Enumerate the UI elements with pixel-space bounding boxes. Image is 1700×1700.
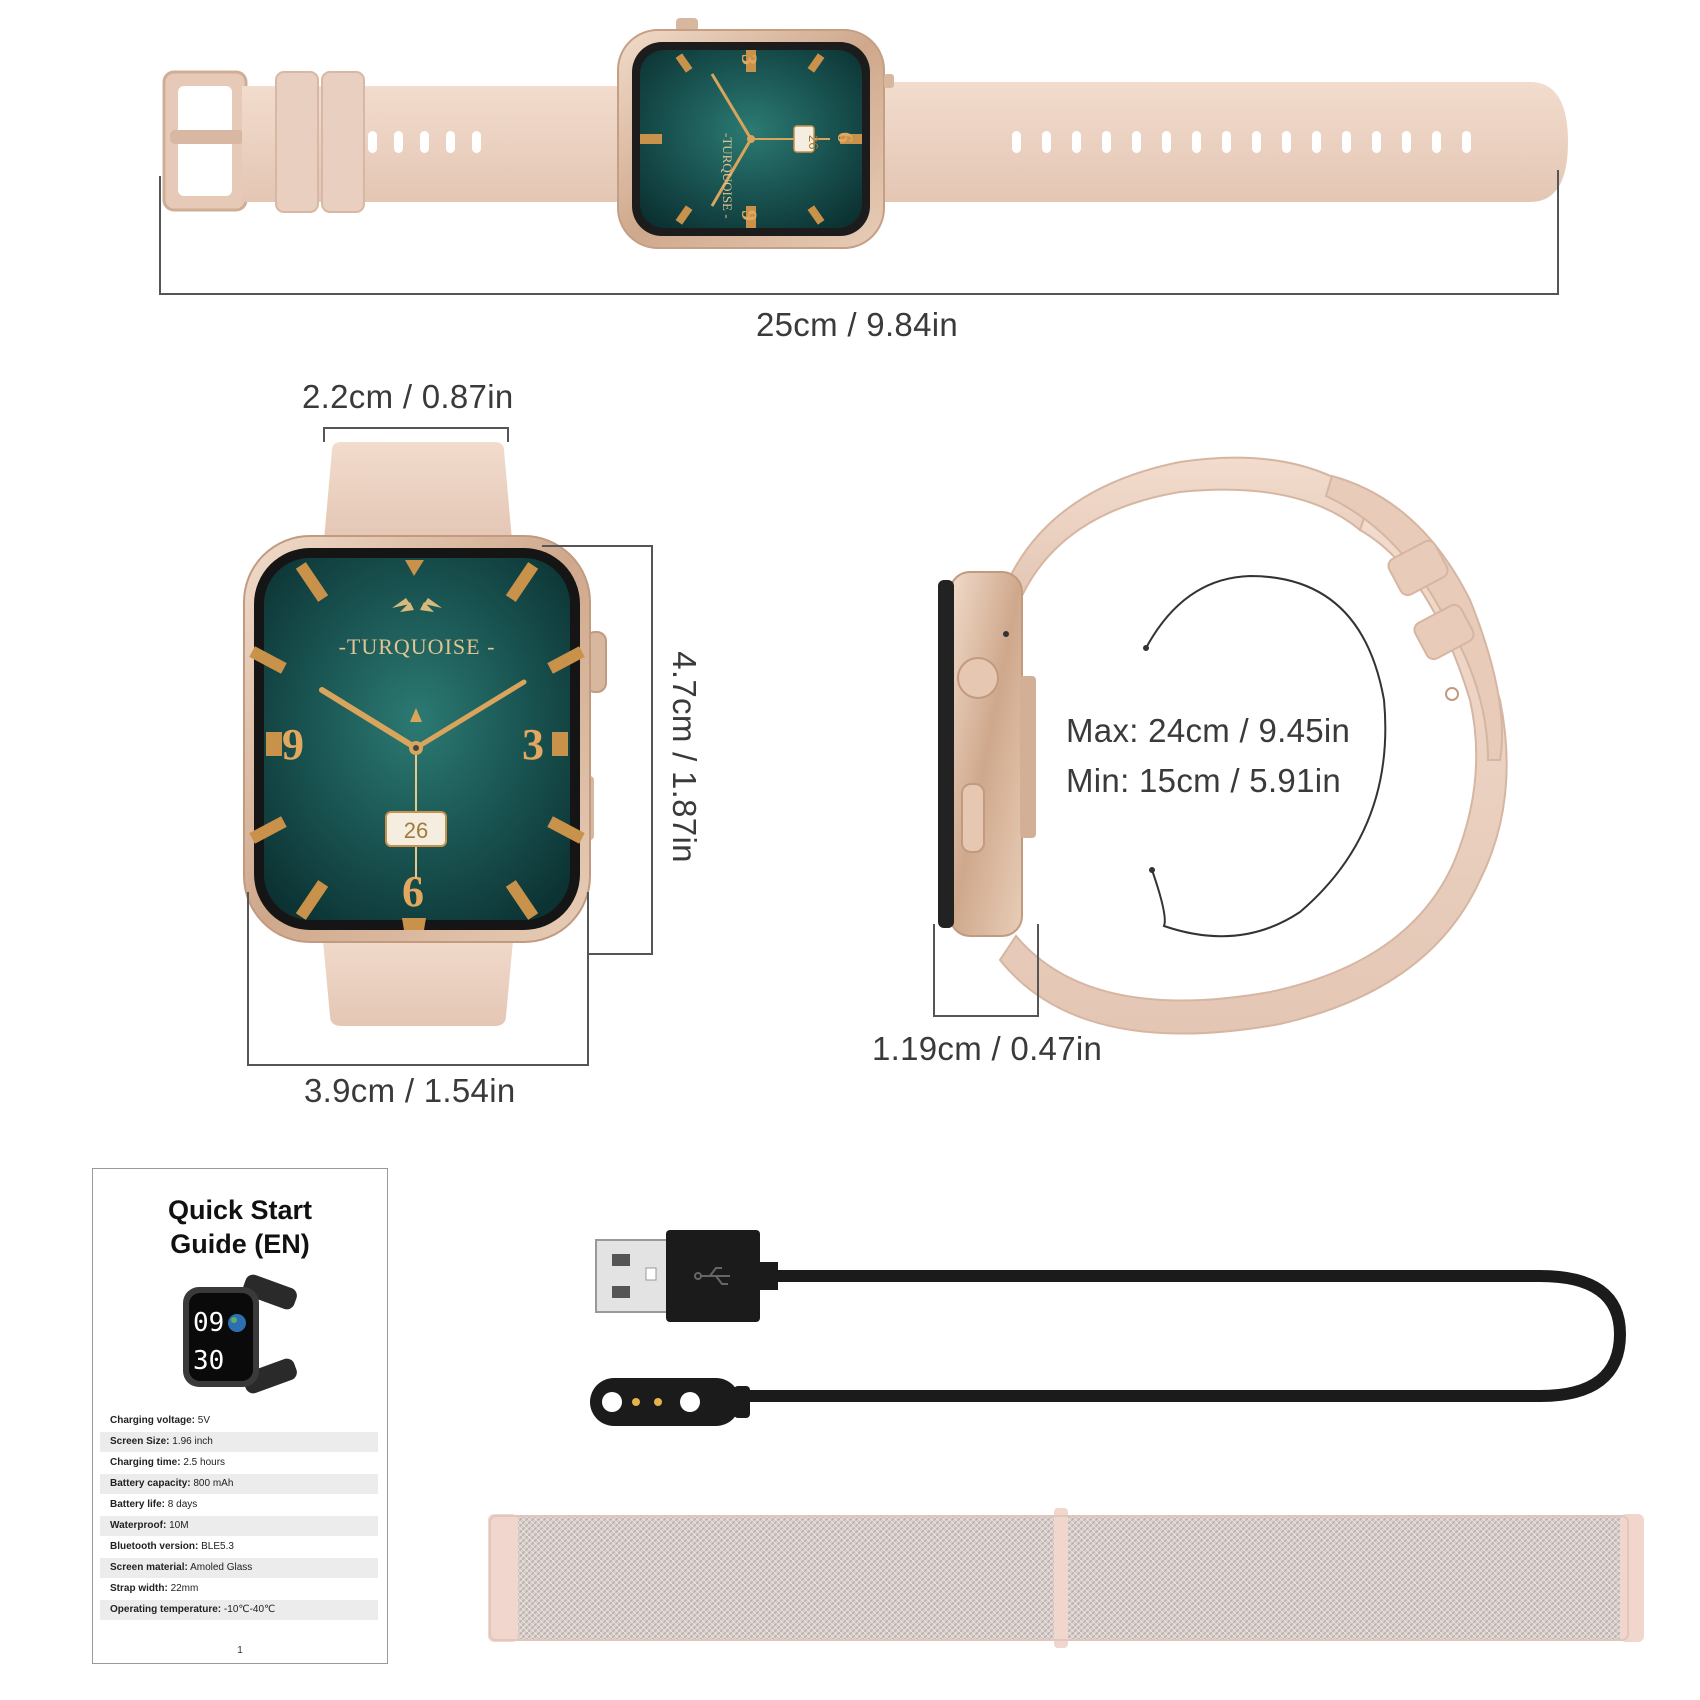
spec-row: Strap width: 22mm <box>110 1583 199 1594</box>
spec-row: Charging voltage: 5V <box>110 1415 211 1426</box>
spec-row: Battery capacity: 800 mAh <box>100 1474 378 1494</box>
numeral-6: 6 <box>402 867 424 916</box>
wrist-max-label: Max: 24cm / 9.45in <box>1066 712 1351 749</box>
spec-row: Battery life: 8 days <box>110 1499 198 1510</box>
svg-text:3: 3 <box>737 54 762 65</box>
spec-row: Screen material: Amoled Glass <box>100 1558 378 1578</box>
front-watch: 3 6 9 -TURQUOISE - 26 <box>243 427 653 1066</box>
svg-text:-TURQUOISE -: -TURQUOISE - <box>720 133 735 219</box>
strap-width-label: 2.2cm / 0.87in <box>302 378 514 415</box>
case-height-label: 4.7cm / 1.87in <box>666 651 703 863</box>
mini-watch-minutes: 30 <box>193 1346 224 1376</box>
mini-watch-hours: 09 <box>193 1308 224 1338</box>
usb-icon <box>694 1267 730 1285</box>
strap-length-label: 25cm / 9.84in <box>756 306 959 343</box>
svg-text:6: 6 <box>833 132 858 143</box>
top-watch-strap: 3 9 6 26 -TURQUOISE - <box>159 18 1568 295</box>
spec-row: Bluetooth version: BLE5.3 <box>110 1541 234 1552</box>
side-watch <box>933 456 1508 1035</box>
spec-row: Waterproof: 10M <box>100 1516 378 1536</box>
page-number: 1 <box>237 1645 243 1656</box>
quick-start-guide: Quick Start Guide (EN) 09 30 Charging vo… <box>92 1168 388 1664</box>
svg-text:26: 26 <box>806 135 821 149</box>
svg-text:9: 9 <box>737 210 762 221</box>
guide-watch-image: 09 30 <box>183 1274 297 1394</box>
spec-row: Charging time: 2.5 hours <box>110 1457 226 1468</box>
wrist-min-label: Min: 15cm / 5.91in <box>1066 762 1342 799</box>
numeral-3: 3 <box>522 720 544 769</box>
brand-name: -TURQUOISE - <box>339 634 496 659</box>
charging-cable <box>590 1230 1627 1426</box>
spec-row: Screen Size: 1.96 inch <box>100 1432 378 1452</box>
thickness-label: 1.19cm / 0.47in <box>872 1030 1103 1067</box>
date-window: 26 <box>404 818 428 843</box>
nylon-strap <box>488 1508 1644 1648</box>
guide-title: Quick Start Guide (EN) <box>167 1195 313 1259</box>
case-width-label: 3.9cm / 1.54in <box>304 1072 516 1109</box>
numeral-9: 9 <box>282 720 304 769</box>
spec-row: Operating temperature: -10℃-40℃ <box>100 1600 378 1620</box>
